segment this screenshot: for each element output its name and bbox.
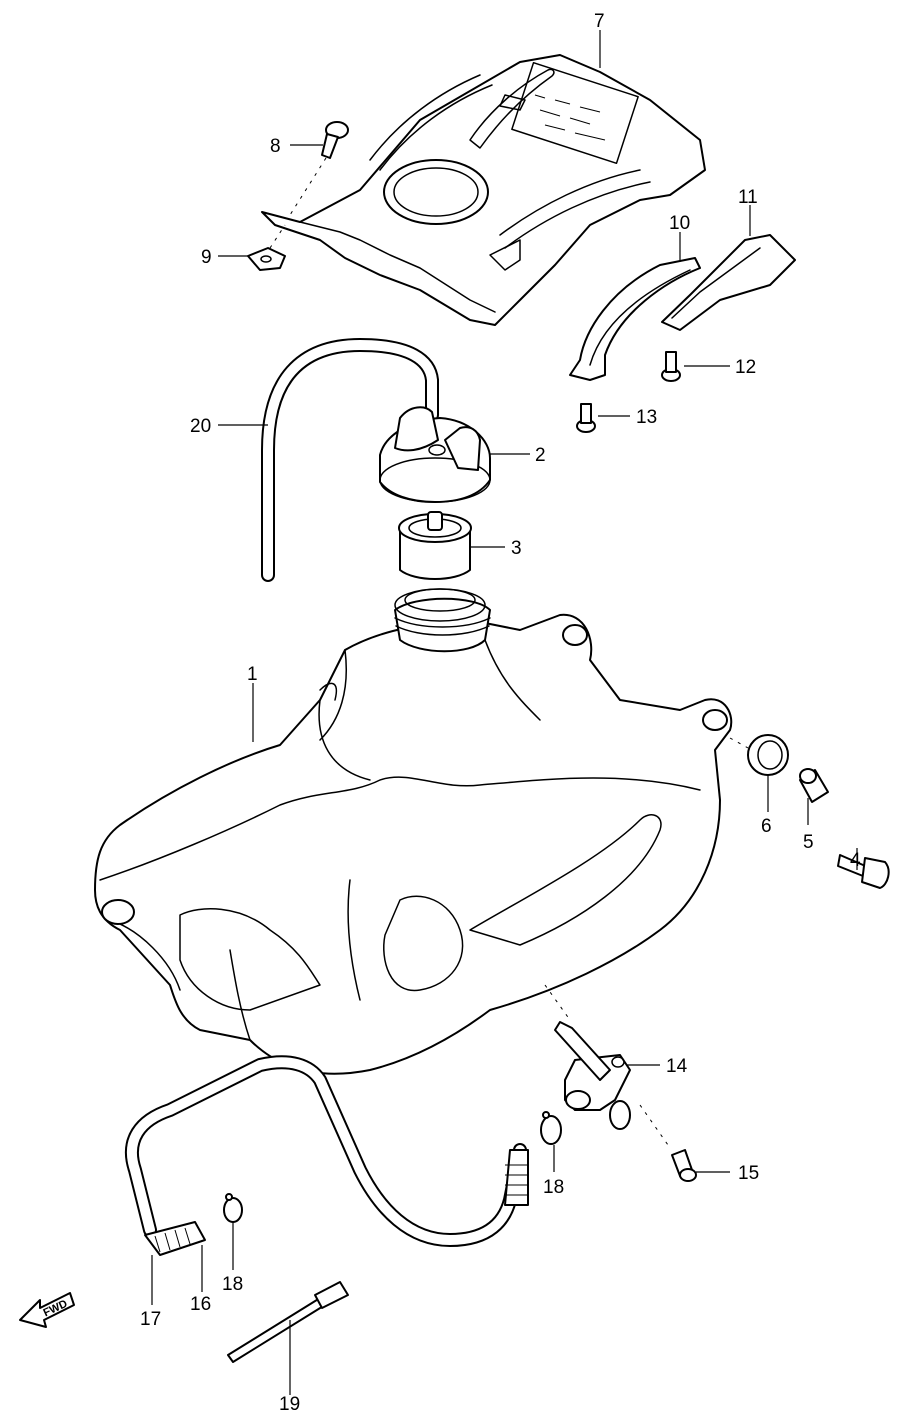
callout-15: 15 <box>738 1163 759 1184</box>
tank-cover-part <box>261 54 706 326</box>
callout-14: 14 <box>666 1056 688 1077</box>
bolt-13-part <box>576 403 596 433</box>
callout-20: 20 <box>190 416 211 437</box>
callout-labels: 1 2 3 4 5 6 7 8 9 10 11 12 13 14 15 16 1… <box>140 11 861 1410</box>
strap-10-part <box>569 257 701 381</box>
callout-8: 8 <box>270 136 281 157</box>
callout-12: 12 <box>735 357 756 378</box>
fuel-cock-14-part <box>544 984 631 1130</box>
fuel-tank-1-part <box>94 588 733 1075</box>
forward-direction-arrow: FWD <box>19 1292 75 1328</box>
strap-11-part <box>661 234 796 331</box>
fuel-hose-16-17-part <box>124 1055 529 1256</box>
screw-15-part <box>639 1104 697 1182</box>
callout-19: 19 <box>279 1394 300 1410</box>
callout-5: 5 <box>803 832 814 853</box>
clamp-18b-part <box>540 1111 562 1145</box>
callout-18a: 18 <box>222 1274 243 1295</box>
nut-clip-9-part <box>247 224 286 271</box>
callout-1: 1 <box>247 664 258 685</box>
grommet-6-part <box>729 734 789 776</box>
callout-4: 4 <box>850 850 861 871</box>
callout-7: 7 <box>594 11 605 32</box>
collar-5-part <box>799 768 829 803</box>
callout-11: 11 <box>738 187 758 208</box>
clamp-18a-part <box>223 1193 243 1223</box>
fuel-cap-2-part <box>379 406 491 503</box>
rod-19-part <box>227 1281 349 1363</box>
callout-2: 2 <box>535 445 546 466</box>
callout-3: 3 <box>511 538 522 559</box>
callout-9: 9 <box>201 247 212 268</box>
fuel-filter-3-part <box>398 511 472 580</box>
fwd-label: FWD <box>42 1298 70 1319</box>
callout-18b: 18 <box>543 1177 564 1198</box>
callout-13: 13 <box>636 407 657 428</box>
bolt-12-part <box>661 351 681 382</box>
leader-lines <box>151 30 858 1395</box>
breather-hose-20-part <box>261 338 439 582</box>
bolt-4-part <box>837 854 890 889</box>
callout-10: 10 <box>669 213 690 234</box>
screw-8-part <box>289 121 349 216</box>
callout-17: 17 <box>140 1309 161 1330</box>
callout-6: 6 <box>761 816 772 837</box>
callout-16: 16 <box>190 1294 211 1315</box>
